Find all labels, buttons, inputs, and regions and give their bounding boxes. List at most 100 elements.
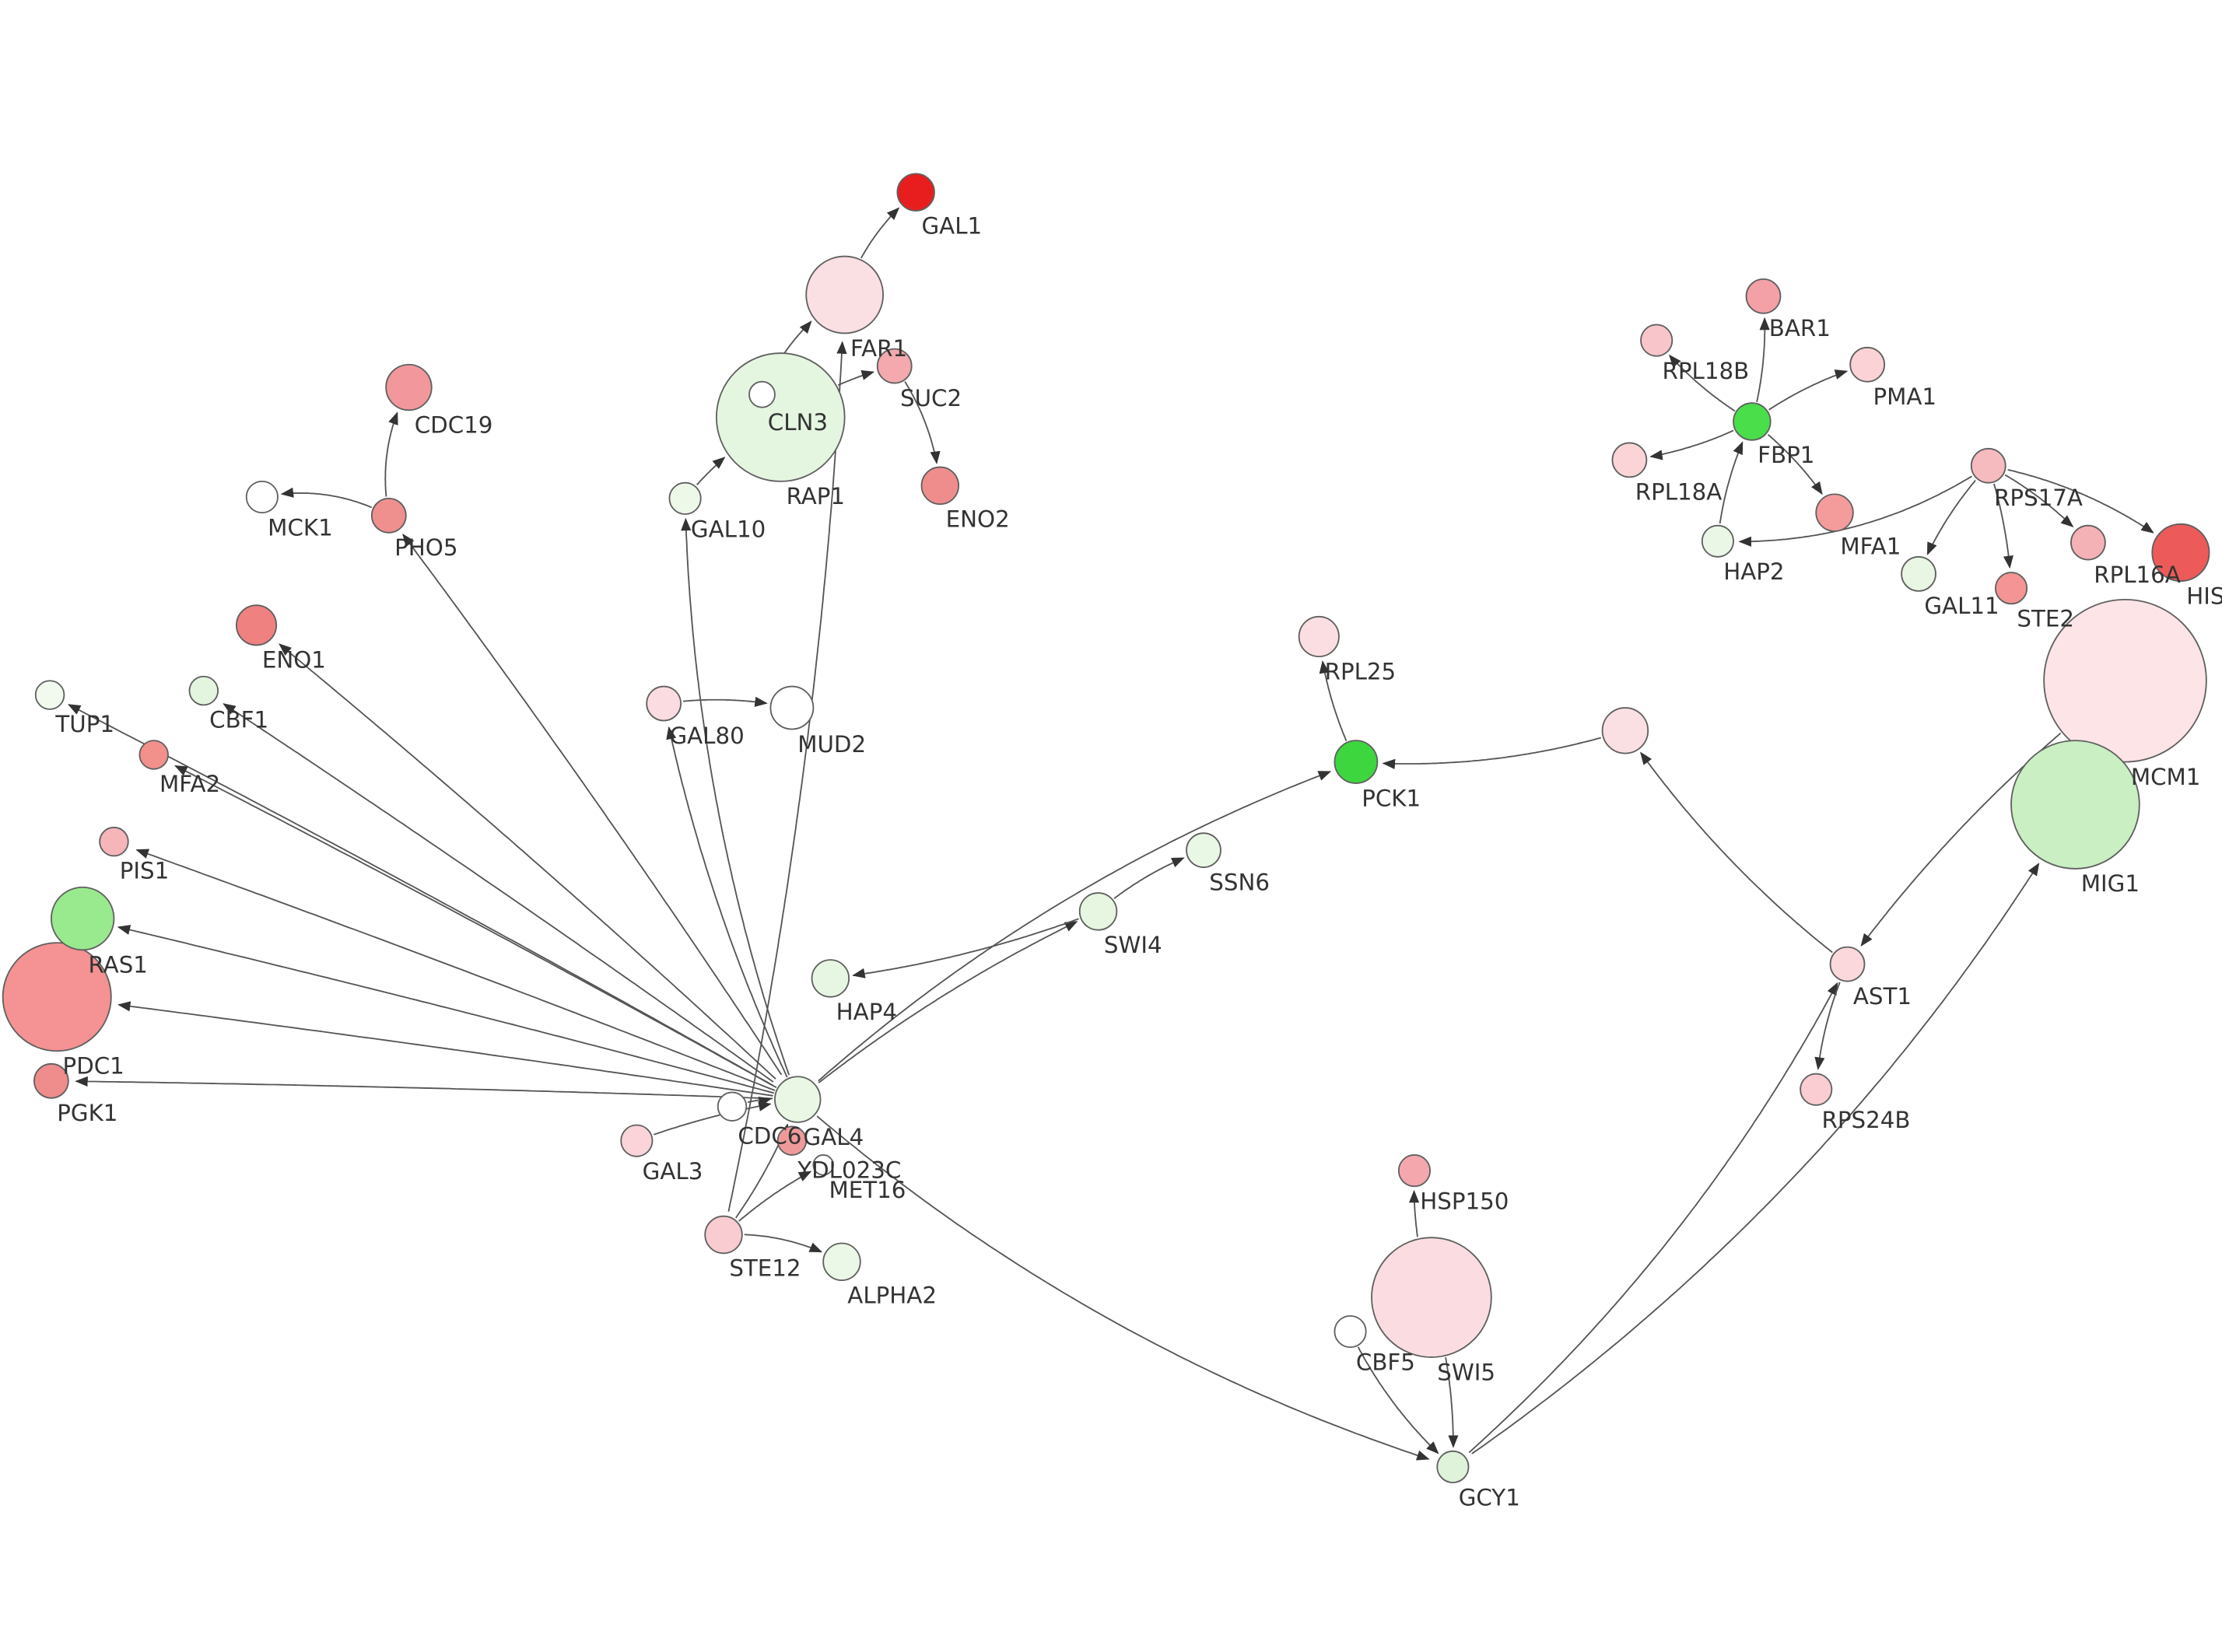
label-mud2: MUD2 — [797, 731, 866, 758]
edge-pck1-rpl25 — [1319, 660, 1348, 742]
node-gal3[interactable] — [620, 1124, 654, 1157]
node-suc2[interactable] — [876, 348, 913, 384]
node-mfa2[interactable] — [138, 740, 169, 770]
node-ssn6[interactable] — [1186, 832, 1221, 869]
node-his4[interactable] — [2151, 523, 2210, 582]
edge-swi4-hap4 — [852, 918, 1079, 978]
node-rpl18a[interactable] — [1611, 442, 1648, 478]
edge-gal3-gal4 — [654, 1101, 772, 1136]
edge-gal4-pdc1 — [117, 1001, 773, 1097]
node-rpl16a[interactable] — [2070, 524, 2106, 561]
label-rpl18b: RPL18B — [1663, 358, 1750, 384]
node-pdc1[interactable] — [2, 942, 112, 1052]
edge-fbp1-rpl18a — [1649, 429, 1734, 460]
node-hsp150[interactable] — [1397, 1154, 1432, 1188]
node-rps24b[interactable] — [1800, 1073, 1833, 1106]
node-mud2[interactable] — [769, 685, 815, 730]
label-pma1: PMA1 — [1873, 383, 1936, 410]
node-gal10[interactable] — [668, 481, 702, 515]
node-rap1[interactable] — [715, 352, 846, 482]
node-cdc6[interactable] — [717, 1091, 748, 1122]
node-pma1[interactable] — [1849, 346, 1886, 383]
label-met16: MET16 — [829, 1177, 906, 1203]
node-alpha2[interactable] — [822, 1242, 861, 1282]
node-rpl18b[interactable] — [1640, 324, 1674, 357]
label-gal4: GAL4 — [804, 1124, 864, 1150]
node-mig1[interactable] — [2010, 740, 2140, 870]
label-rpl18a: RPL18A — [1635, 479, 1723, 506]
label-gal80: GAL80 — [669, 723, 744, 749]
node-cdc19[interactable] — [385, 363, 433, 411]
edge-gal4-eno1 — [279, 643, 776, 1080]
node-nodex[interactable] — [1601, 707, 1649, 754]
node-ras1[interactable] — [50, 886, 115, 951]
node-bar1[interactable] — [1745, 278, 1782, 314]
node-cbf1[interactable] — [188, 675, 219, 706]
label-hap2: HAP2 — [1723, 558, 1784, 585]
node-swi4[interactable] — [1078, 892, 1118, 931]
label-cdc19: CDC19 — [415, 412, 493, 439]
edge-gcy1-ast1 — [1468, 982, 1838, 1454]
node-pck1[interactable] — [1334, 740, 1379, 784]
label-cdc6: CDC6 — [738, 1122, 801, 1149]
node-hap2[interactable] — [1701, 524, 1734, 558]
label-mfa2: MFA2 — [159, 771, 220, 797]
node-gal4[interactable] — [774, 1076, 822, 1123]
node-gcy1[interactable] — [1436, 1450, 1470, 1484]
node-mfa1[interactable] — [1815, 493, 1854, 532]
label-cbf5: CBF5 — [1356, 1349, 1415, 1375]
edge-cbf5-gcy1 — [1357, 1346, 1439, 1454]
node-cln3[interactable] — [748, 380, 776, 408]
label-mck1: MCK1 — [268, 514, 333, 541]
node-eno1[interactable] — [235, 604, 278, 646]
node-fbp1[interactable] — [1733, 402, 1772, 441]
edge-swi5-gcy1 — [1445, 1356, 1459, 1448]
label-rpl25: RPL25 — [1325, 658, 1397, 684]
label-ydl023c: YDL023C — [797, 1157, 901, 1183]
edge-swi4-ssn6 — [1113, 857, 1185, 899]
edge-ast1-rps24b — [1814, 982, 1841, 1070]
label-ssn6: SSN6 — [1209, 869, 1270, 895]
edge-ste12-far1 — [727, 341, 847, 1212]
edges-layer — [67, 207, 2154, 1461]
edge-swi5-hsp150 — [1408, 1189, 1420, 1237]
label-swi4: SWI4 — [1104, 932, 1162, 958]
node-far1[interactable] — [805, 255, 884, 334]
node-mck1[interactable] — [245, 480, 279, 514]
edge-fbp1-rpl18b — [1668, 354, 1736, 412]
edge-rps17a-hap2 — [1738, 475, 1972, 547]
label-far1: FAR1 — [850, 335, 907, 362]
node-rps17a[interactable] — [1970, 447, 2006, 484]
node-met16[interactable] — [812, 1154, 834, 1176]
node-cbf5[interactable] — [1334, 1314, 1367, 1349]
edge-ste12-alpha2 — [744, 1234, 823, 1253]
node-hap4[interactable] — [811, 959, 850, 998]
label-cbf1: CBF1 — [209, 707, 268, 733]
node-ast1[interactable] — [1829, 946, 1866, 982]
node-pho5[interactable] — [370, 497, 407, 534]
node-pis1[interactable] — [99, 826, 129, 857]
node-ste12[interactable] — [704, 1215, 743, 1255]
node-rpl25[interactable] — [1298, 615, 1340, 658]
label-pck1: PCK1 — [1362, 785, 1421, 811]
edge-cdc6-gal4 — [747, 1097, 773, 1107]
node-ste2[interactable] — [1994, 572, 2028, 605]
node-tup1[interactable] — [34, 680, 65, 710]
node-mcm1[interactable] — [2043, 598, 2207, 763]
edge-gal4-gal80 — [666, 726, 788, 1078]
node-gal1[interactable] — [896, 173, 935, 212]
node-gal11[interactable] — [1901, 556, 1936, 592]
node-swi5[interactable] — [1371, 1237, 1492, 1358]
node-pgk1[interactable] — [33, 1062, 69, 1099]
edge-gal4-pho5 — [402, 534, 783, 1076]
label-rpl16a: RPL16A — [2094, 562, 2181, 588]
edge-rps17a-ste2 — [1993, 483, 2013, 569]
label-pho5: PHO5 — [394, 534, 457, 561]
node-ydl023c[interactable] — [776, 1125, 808, 1156]
label-bar1: BAR1 — [1769, 315, 1831, 341]
node-gal80[interactable] — [646, 685, 682, 722]
node-eno2[interactable] — [920, 466, 960, 506]
label-gal3: GAL3 — [643, 1158, 703, 1185]
edge-gal4-pis1 — [135, 849, 776, 1091]
